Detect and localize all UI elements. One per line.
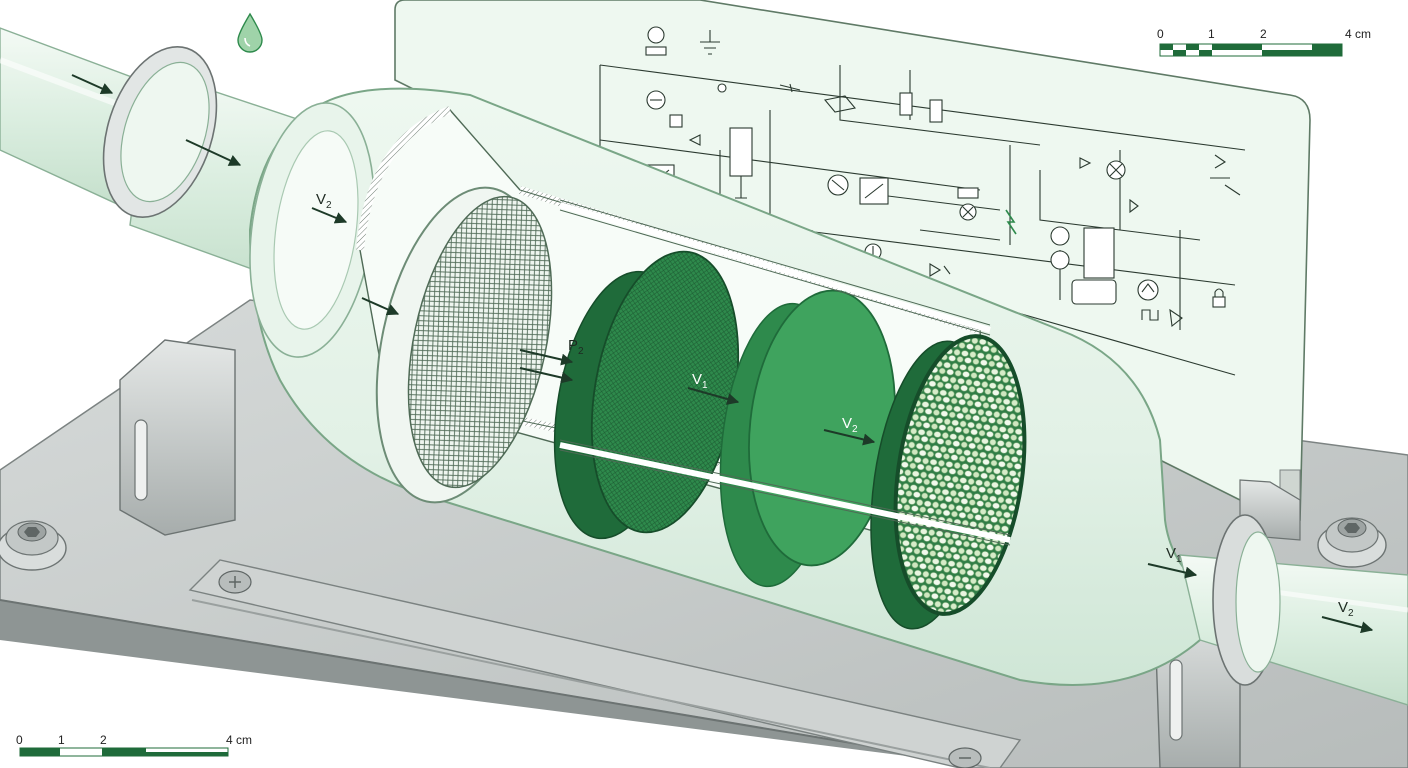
svg-text:V2: V2 — [842, 415, 858, 435]
inner-rail — [559, 199, 1011, 546]
circuit-schematic — [599, 26, 1246, 376]
scale-top-tick-1: 1 — [1208, 27, 1215, 41]
scale-top-tick-0: 0 — [1157, 27, 1164, 41]
scale-bottom-tick-2: 2 — [100, 733, 107, 747]
label-p2: P2 — [568, 337, 584, 357]
outlet-flange — [1212, 514, 1281, 686]
hex-screw-left — [0, 520, 67, 571]
mounting-bar — [188, 559, 1022, 768]
scale-bottom-tick-1: 1 — [58, 733, 65, 747]
scale-bottom-tick-0: 0 — [16, 733, 23, 747]
scale-bottom-tick-3: 4 cm — [226, 733, 252, 747]
hex-screw-right — [1317, 517, 1387, 568]
scale-top-tick-3: 4 cm — [1345, 27, 1371, 41]
inlet-flange — [102, 45, 218, 219]
padlock-icon — [1212, 288, 1226, 308]
bar-screw-left — [218, 570, 252, 594]
support-bracket-left — [119, 339, 236, 536]
svg-text:P2: P2 — [568, 337, 584, 357]
scale-bar-top: 0 1 2 4 cm — [1157, 27, 1371, 57]
flow-arrows — [71, 74, 1374, 634]
bead-filter-disc — [870, 334, 1027, 630]
scale-bar-bottom: 0 1 2 4 cm — [16, 733, 252, 757]
svg-text:V1: V1 — [692, 371, 708, 391]
label-v2-inlet: V2 — [316, 191, 332, 211]
bolt-icon — [1005, 209, 1017, 235]
water-drop-icon — [237, 12, 263, 53]
svg-text:V1: V1 — [1166, 545, 1182, 565]
mesh-prefilter — [375, 186, 553, 504]
label-v1-outlet: V1 — [1166, 545, 1182, 565]
label-v1-center: V1 — [692, 371, 708, 391]
svg-text:V2: V2 — [1338, 599, 1354, 619]
filter-disc-mid — [719, 289, 896, 588]
scale-top-tick-2: 2 — [1260, 27, 1267, 41]
svg-text:V2: V2 — [316, 191, 332, 211]
label-v2-outlet: V2 — [1338, 599, 1354, 619]
label-v2-center: V2 — [842, 415, 858, 435]
bar-screw-right — [948, 747, 982, 768]
